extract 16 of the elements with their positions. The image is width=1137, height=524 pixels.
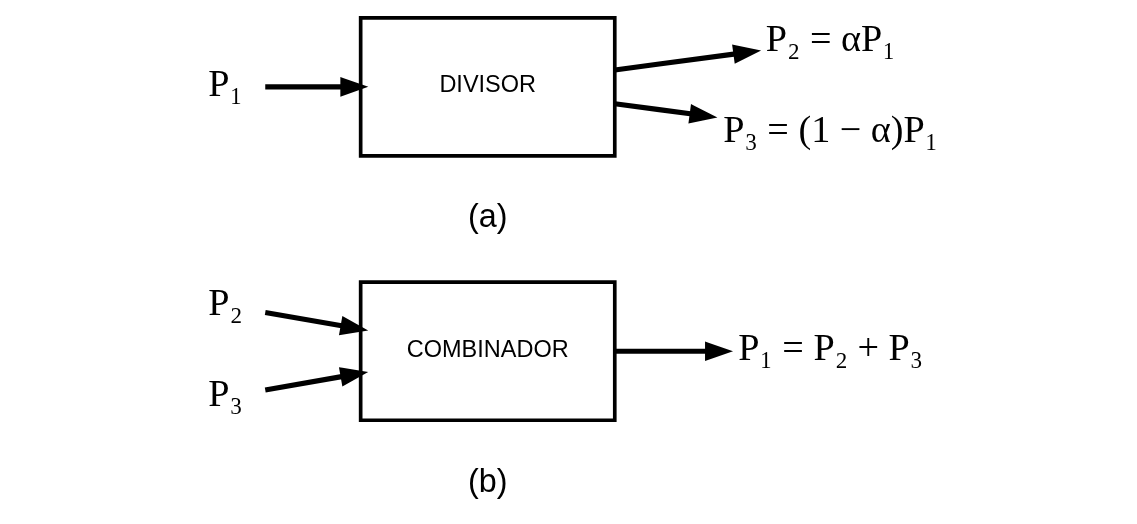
node-text: P₂ — [208, 280, 243, 323]
label: (a) — [467, 198, 508, 235]
arrow — [614, 101, 718, 124]
arrow — [614, 44, 762, 73]
node-box: COMBINADOR — [358, 280, 617, 423]
node-text: P₃ = (1 − α)P₁ — [723, 107, 939, 150]
arrow — [264, 367, 369, 393]
arrow — [614, 341, 734, 362]
label: (b) — [467, 462, 508, 499]
node-text: P₂ = αP₁ — [765, 16, 896, 59]
node-text: P₁ = P₂ + P₃ — [738, 326, 924, 369]
node-text: P₃ — [208, 372, 243, 415]
arrow — [264, 309, 369, 336]
node-text: P₁ — [208, 62, 243, 105]
node-box: DIVISOR — [358, 15, 617, 158]
arrow — [265, 77, 369, 97]
